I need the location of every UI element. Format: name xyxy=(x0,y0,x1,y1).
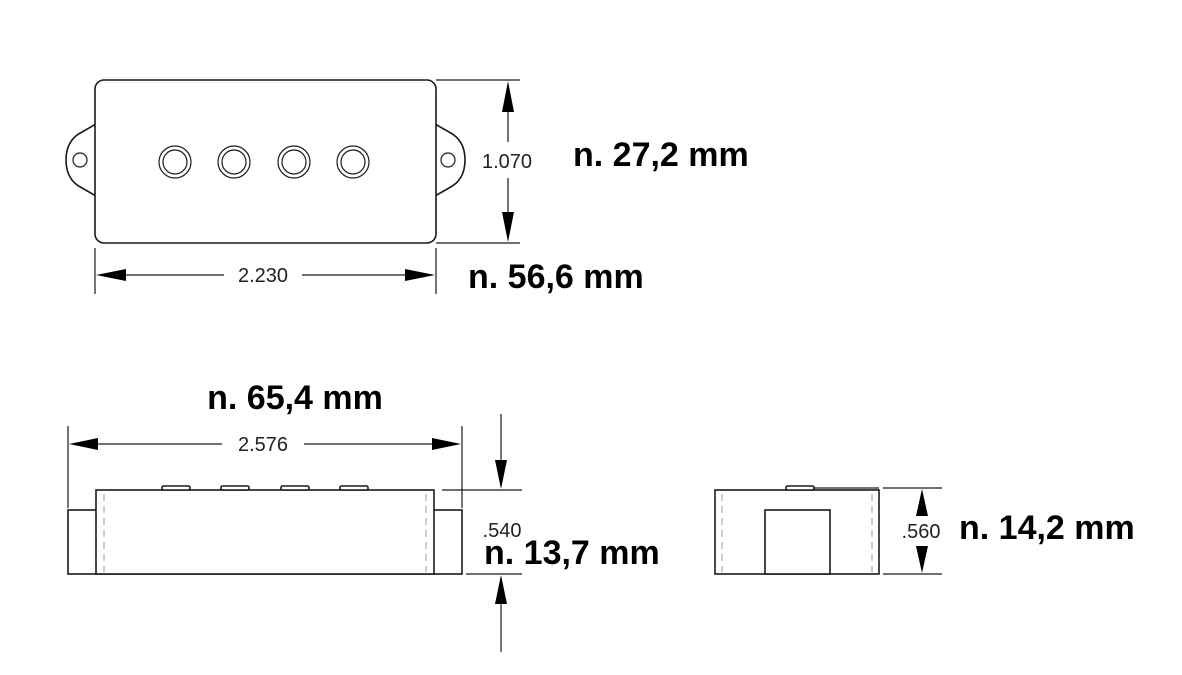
side-height-dimension: .560 xyxy=(883,487,942,575)
left-mounting-hole xyxy=(72,152,88,168)
arrowhead xyxy=(502,212,514,242)
top-height-dimension: 1.070 xyxy=(436,79,532,244)
front-height-dimension: .540 xyxy=(442,414,522,652)
pole-top xyxy=(161,485,191,491)
top-height-inch-label: 1.070 xyxy=(482,151,532,173)
pole-top xyxy=(339,485,369,491)
arrowhead xyxy=(405,269,435,281)
front-height-mm-label: n. 13,7 mm xyxy=(484,534,660,572)
arrowhead xyxy=(432,438,461,450)
right-mounting-hole xyxy=(440,152,456,168)
arrowhead xyxy=(916,489,928,516)
right-mounting-ear xyxy=(434,122,466,198)
front-length-dimension: 2.576 xyxy=(67,426,463,508)
top-width-mm-label: n. 56,6 mm xyxy=(468,258,644,296)
pole-piece xyxy=(336,145,370,179)
front-view: n. 65,4 mm 2.576 .540 xyxy=(67,379,660,652)
top-width-inch-label: 2.230 xyxy=(238,265,288,287)
front-pickup-cover xyxy=(95,489,435,575)
side-height-mm-label: n. 14,2 mm xyxy=(959,509,1135,547)
pole-piece xyxy=(217,145,251,179)
pole-piece xyxy=(158,145,192,179)
arrowhead xyxy=(916,546,928,573)
pole-top xyxy=(280,485,310,491)
arrowhead xyxy=(502,81,514,112)
top-width-dimension: 2.230 xyxy=(94,248,437,294)
arrowhead xyxy=(495,575,507,604)
left-mounting-ear xyxy=(65,122,97,198)
pole-piece xyxy=(277,145,311,179)
arrowhead xyxy=(96,269,126,281)
side-height-inch-label: .560 xyxy=(902,521,941,543)
front-height-inch-label: .540 xyxy=(483,520,522,542)
arrowhead xyxy=(495,460,507,489)
pickup-cover-top xyxy=(94,79,437,244)
side-bobbin-window xyxy=(764,509,831,575)
top-height-mm-label: n. 27,2 mm xyxy=(573,136,749,174)
side-view: .560 n. 14,2 mm xyxy=(714,485,1135,575)
arrowhead xyxy=(69,438,98,450)
front-length-mm-label: n. 65,4 mm xyxy=(207,379,383,417)
side-pole-top xyxy=(785,485,815,491)
pole-top xyxy=(220,485,250,491)
front-length-inch-label: 2.576 xyxy=(238,434,288,456)
top-view: 1.070 n. 27,2 mm 2.230 n. 56,6 mm xyxy=(65,79,749,296)
